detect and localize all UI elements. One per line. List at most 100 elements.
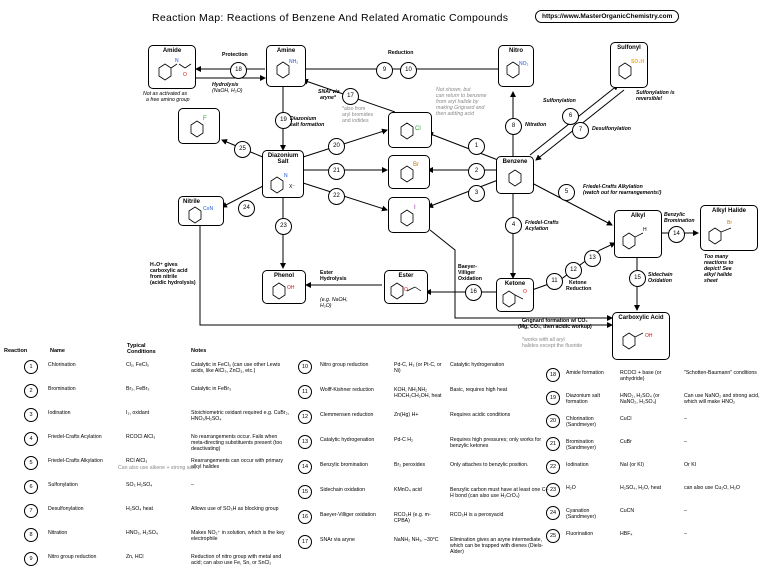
table-step-number: 23 xyxy=(546,483,560,497)
table-reaction-name: Nitration xyxy=(48,530,68,536)
page-title: Reaction Map: Reactions of Benzene And R… xyxy=(152,12,509,24)
works-all-2: halides except the fluoride xyxy=(522,343,583,349)
table-step-number: 3 xyxy=(24,408,38,422)
table-notes: Benzylic carbon must have at least one C… xyxy=(450,487,549,499)
diazonium-label: Diazonium Salt xyxy=(267,153,299,165)
table-notes: Allows use of SO₃H as blocking group xyxy=(191,506,279,512)
table-reaction-name: Amide formation xyxy=(566,370,604,376)
benzylic-bromination-1: Benzylic xyxy=(664,212,686,218)
step-13: 13 xyxy=(584,250,601,267)
fc-alkylation-2: (watch out for rearrangements!) xyxy=(583,190,662,196)
alkyl-label: Alkyl xyxy=(630,213,646,219)
table-reaction-name: Wolff-Kishner reduction xyxy=(320,387,374,393)
step-4: 4 xyxy=(505,217,522,234)
table-reaction-name: Bromination xyxy=(48,386,76,392)
table-reaction-name: Cyanation (Sandmeyer) xyxy=(566,508,596,520)
table-notes: Catalytic in FeCl₃ (can use other Lewis … xyxy=(191,362,281,374)
benzene-icon xyxy=(508,169,522,187)
table-conditions: Pd-C, H₂ (or Pt-C, or Ni) xyxy=(394,362,442,374)
table-reaction-name: Sulfonylation xyxy=(48,482,78,488)
table-reaction-name: SNAr via aryne xyxy=(320,537,355,543)
table-notes: Rearrangements can occur with primary al… xyxy=(191,458,283,470)
amide-n-atom: N xyxy=(175,58,179,64)
table-notes: Can use NaNO₂ and strong acid, which wil… xyxy=(684,393,760,405)
table-header-name: Name xyxy=(50,348,65,354)
table-reaction-name: Friedel-Crafts Alkylation xyxy=(48,458,103,464)
table-step-number: 16 xyxy=(298,510,312,524)
table-step-number: 17 xyxy=(298,535,312,549)
table-step-number: 8 xyxy=(24,528,38,542)
table-notes: Reduction of nitro group with metal and … xyxy=(191,554,282,566)
alkylation-note: Can also use alkene + strong acid xyxy=(118,465,197,471)
ketone-label: Ketone xyxy=(504,281,526,287)
not-shown-2: can return to benzene xyxy=(436,93,487,99)
table-conditions: Cl₂, FeCl₃ xyxy=(126,362,149,368)
table-step-number: 13 xyxy=(298,435,312,449)
table-reaction-name: Clemmensen reduction xyxy=(320,412,374,418)
diazonium-x: X⁻ xyxy=(289,184,295,190)
ester-o-atom: O xyxy=(404,287,408,293)
website-link[interactable]: https://www.MasterOrganicChemistry.com xyxy=(535,10,680,23)
ester-box: Ester O xyxy=(384,270,428,304)
nitrile-box: Nitrile C≡N xyxy=(178,196,224,226)
table-step-number: 15 xyxy=(298,485,312,499)
alkyl-halide-benzene-icon xyxy=(708,227,732,245)
nitrile-group: C≡N xyxy=(203,206,214,212)
benzylic-bromination-2: Bromination xyxy=(664,218,695,224)
amide-structure-icon xyxy=(158,63,192,81)
table-step-number: 24 xyxy=(546,506,560,520)
bromobenzene-box: Br xyxy=(388,155,430,189)
too-many-1: Too many xyxy=(704,254,729,260)
table-conditions: RCO₃H (e.g. m-CPBA) xyxy=(394,512,431,524)
table-conditions: HBF₄ xyxy=(620,531,633,537)
too-many-2: reactions to xyxy=(704,260,734,266)
phenol-label: Phenol xyxy=(273,273,294,279)
grignard-2: (Mg, CO₂, then acidic workup) xyxy=(518,324,592,330)
fc-acylation-2: Acylation xyxy=(525,226,549,232)
bromobenzene-icon xyxy=(400,165,414,183)
step-18: 18 xyxy=(230,62,247,79)
table-conditions: NaNH₂ NH₃, –30°C xyxy=(394,537,439,543)
h3o-note-4: (acidic hydrolysis) xyxy=(150,280,196,286)
table-notes: Catalytic in FeBr₃ xyxy=(191,386,232,392)
alkyl-box: Alkyl H xyxy=(614,210,662,258)
amide-box: Amide N O xyxy=(148,45,196,89)
table-header-notes: Notes xyxy=(191,348,207,354)
table-step-number: 12 xyxy=(298,410,312,424)
also-from-1: *also from xyxy=(342,106,366,112)
table-step-number: 7 xyxy=(24,504,38,518)
table-conditions: CuBr xyxy=(620,439,632,445)
table-step-number: 11 xyxy=(298,385,312,399)
fluorobenzene-icon xyxy=(190,120,204,138)
table-conditions: Zn(Hg) H+ xyxy=(394,412,419,418)
table-reaction-name: Bromination (Sandmeyer) xyxy=(566,439,596,451)
h3o-note-1: H₃O⁺ gives xyxy=(150,262,178,268)
step-5: 5 xyxy=(558,184,575,201)
table-step-number: 14 xyxy=(298,460,312,474)
nitro-box: Nitro NO₂ xyxy=(498,45,534,87)
fluorobenzene-box: F xyxy=(178,108,220,144)
nitration-label: Nitration xyxy=(525,122,547,128)
chlorobenzene-icon xyxy=(400,122,414,140)
diazonium-box: Diazonium Salt N X⁻ xyxy=(262,150,304,198)
table-header-conditions: Typical Conditions xyxy=(127,343,156,355)
table-reaction-name: Nitro group reduction xyxy=(320,362,369,368)
benzene-label: Benzene xyxy=(502,159,528,165)
step-12: 12 xyxy=(565,262,582,279)
amine-box: Amine NH₂ xyxy=(266,45,306,87)
table-conditions: RCl AlCl₃ xyxy=(126,458,148,464)
table-step-number: 9 xyxy=(24,552,38,566)
amide-o-atom: O xyxy=(183,72,187,78)
amide-note-1: Not as activated as xyxy=(143,91,188,97)
ester-benzene-icon xyxy=(390,282,422,300)
phenol-oh: OH xyxy=(287,285,295,291)
diazonium-benzene-icon xyxy=(270,176,284,194)
table-reaction-name: Chlorination (Sandmeyer) xyxy=(566,416,596,428)
alkyl-halide-box: Alkyl Halide Br xyxy=(700,205,758,251)
too-many-4: alkyl halide xyxy=(704,272,732,278)
table-reaction-name: Sidechain oxidation xyxy=(320,487,365,493)
amine-nh2: NH₂ xyxy=(289,59,299,65)
table-conditions: Zn, HCl xyxy=(126,554,144,560)
table-notes: Requires high pressures; only works for … xyxy=(450,437,542,449)
table-reaction-name: Friedel-Crafts Acylation xyxy=(48,434,102,440)
